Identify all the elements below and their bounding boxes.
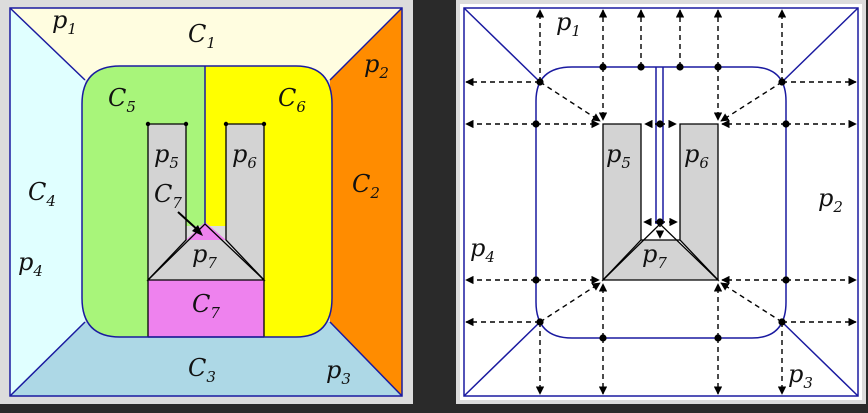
label-p6: p6 (684, 140, 709, 172)
label-p1: p1 (52, 6, 77, 38)
right-black-edges (601, 123, 720, 282)
right-blue-edges (463, 7, 859, 397)
right-labels: p1 p5 p6 p2 p4 p7 p3 (470, 8, 843, 392)
label-c2: C2 (352, 170, 380, 202)
label-c3: C3 (188, 354, 216, 386)
polygon-p6 (226, 124, 264, 280)
region-c1 (10, 8, 402, 80)
left-diagram-svg: p1 C1 p2 C5 C6 p5 p6 C4 C7 C2 p7 p4 C7 C… (0, 0, 413, 404)
polygon-p6 (680, 124, 718, 280)
left-diagram: p1 C1 p2 C5 C6 p5 p6 C4 C7 C2 p7 p4 C7 C… (0, 0, 413, 404)
label-p6: p6 (232, 140, 257, 172)
c7-pointer-arrow (177, 211, 203, 236)
region-c7-small (186, 222, 226, 240)
label-p3: p3 (326, 356, 351, 388)
label-c7-bottom: C7 (192, 290, 220, 322)
region-c6 (205, 66, 332, 337)
label-c1: C1 (188, 20, 216, 52)
label-p4: p4 (18, 248, 43, 280)
label-p4: p4 (470, 234, 495, 266)
label-c7-top: C7 (154, 180, 182, 212)
right-gray-polygons (603, 124, 718, 280)
label-p5: p5 (154, 140, 179, 172)
polygon-p5 (148, 124, 186, 280)
polygon-p7 (603, 224, 718, 280)
region-c7-lower (148, 280, 264, 337)
left-labels: p1 C1 p2 C5 C6 p5 p6 C4 C7 C2 p7 p4 C7 C… (18, 6, 389, 388)
right-dashed-arrows (465, 9, 857, 395)
right-diagram-svg: p1 p5 p6 p2 p4 p7 p3 (460, 4, 862, 400)
label-p7: p7 (642, 240, 667, 272)
right-diagram: p1 p5 p6 p2 p4 p7 p3 (456, 0, 866, 404)
label-c6: C6 (278, 84, 306, 116)
region-c3 (10, 322, 402, 396)
left-regions (10, 8, 402, 396)
label-c4: C4 (28, 178, 56, 210)
right-vertices (532, 63, 790, 342)
polygon-p5 (603, 124, 641, 280)
label-c5: C5 (108, 84, 136, 116)
label-p3: p3 (788, 360, 813, 392)
region-c5 (82, 66, 205, 337)
left-blue-edges (9, 7, 403, 397)
label-p7: p7 (192, 240, 217, 272)
region-c2 (330, 8, 402, 396)
label-p2: p2 (364, 50, 389, 82)
label-p5: p5 (606, 140, 631, 172)
region-c4 (10, 8, 85, 396)
label-p1: p1 (556, 8, 581, 40)
left-vertices (145, 121, 267, 127)
polygon-p7 (148, 224, 264, 280)
left-edges (146, 123, 266, 338)
label-p2: p2 (818, 184, 843, 216)
